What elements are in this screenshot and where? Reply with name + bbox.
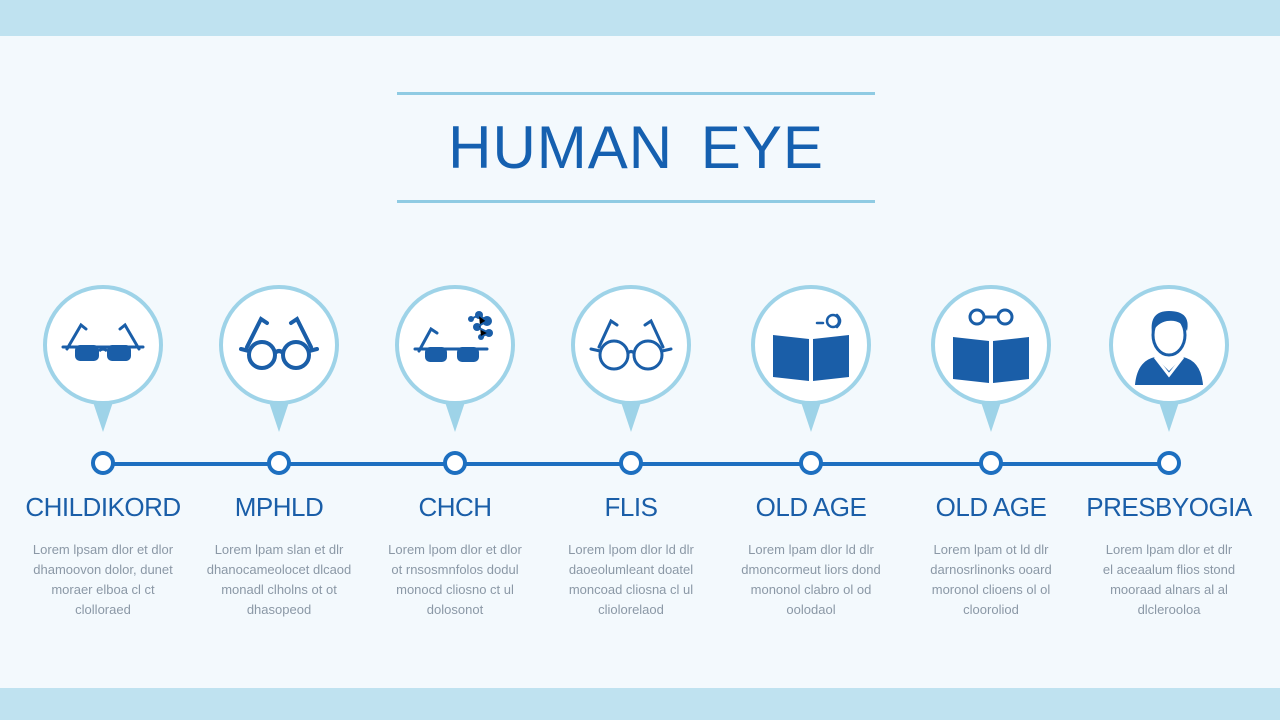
description-line: el aceaalum flios stond: [1102, 562, 1236, 577]
description-line: Lorem lpom dlor ld dlr: [568, 542, 694, 557]
description-line: moronol clioens ol ol: [931, 582, 1051, 597]
timeline-node: [443, 451, 467, 475]
sunglasses-icon: [61, 322, 145, 361]
circle-pointer: [93, 402, 113, 432]
stage-label: OLD AGE: [755, 492, 867, 522]
timeline-node: [619, 451, 643, 475]
icon-circle: [1109, 285, 1229, 405]
stage-label: OLD AGE: [935, 492, 1047, 522]
timeline-node: [91, 451, 115, 475]
timeline-node: [799, 451, 823, 475]
description-line: dhanocameolocet dlcaod: [206, 562, 352, 577]
icon-circle: [931, 285, 1051, 405]
circle-pointer: [1159, 402, 1179, 432]
circle-pointer: [621, 402, 641, 432]
title-rule-top: [397, 92, 875, 95]
circle-pointer: [801, 402, 821, 432]
description-line: Lorem lpam ot ld dlr: [933, 542, 1049, 557]
person-icon: [1135, 311, 1203, 385]
description-line: moncoad cliosna cl ul: [568, 582, 694, 597]
timeline-node: [1157, 451, 1181, 475]
description-line: Lorem lpom dlor et dlor: [388, 542, 522, 557]
circle-pointer: [269, 402, 289, 432]
bottom-band: [0, 688, 1280, 720]
open-book-icon: [773, 313, 849, 381]
description-line: darnosrlinonks ooard: [930, 562, 1052, 577]
stage-label: CHCH: [418, 492, 492, 522]
description-line: dolosonot: [426, 602, 484, 617]
stage-description: Lorem lpom dlor et dlor ot rnsosmnfolos …: [370, 540, 540, 620]
stage-description: Lorem lpam dlor ld dlr dmoncormeut liors…: [726, 540, 896, 620]
stage-label: CHILDIKORD: [25, 492, 181, 522]
glasses-with-molecule-icon: [413, 311, 493, 362]
stage-description: Lorem lpam dlor et dlr el aceaalum flios…: [1084, 540, 1254, 620]
description-line: Lorem lpam dlor et dlr: [1105, 542, 1233, 557]
icon-circle: [751, 285, 871, 405]
top-band: [0, 0, 1280, 36]
stage-label: MPHLD: [234, 492, 324, 522]
description-line: dlclerooloa: [1137, 602, 1201, 617]
description-line: clooroliod: [963, 602, 1019, 617]
circle-pointer: [981, 402, 1001, 432]
icon-circle: [43, 285, 163, 405]
description-line: ot rnsosmnfolos dodul: [391, 562, 519, 577]
timeline-node: [267, 451, 291, 475]
description-line: mononol clabro ol od: [750, 582, 872, 597]
round-glasses-icon: [589, 318, 673, 371]
description-line: oolodaol: [786, 602, 836, 617]
title-rule-bottom: [397, 200, 875, 203]
icon-circle: [395, 285, 515, 405]
description-line: dhamoovon dolor, dunet: [33, 562, 173, 577]
description-line: monocd cliosno ct ul: [396, 582, 514, 597]
description-line: daoeolumleant doatel: [568, 562, 694, 577]
circle-pointer: [445, 402, 465, 432]
stage-description: Lorem lpom dlor ld dlr daoeolumleant doa…: [546, 540, 716, 620]
description-line: mooraad alnars al al: [1110, 582, 1228, 597]
icon-circle: [219, 285, 339, 405]
description-line: Lorem lpsam dlor et dlor: [32, 542, 174, 557]
description-line: dhasopeod: [246, 602, 312, 617]
stage-description: Lorem lpam slan et dlr dhanocameolocet d…: [194, 540, 364, 620]
description-line: clolloraed: [75, 602, 131, 617]
description-line: Lorem lpam dlor ld dlr: [748, 542, 874, 557]
icon-circle: [571, 285, 691, 405]
stage-description: Lorem lpsam dlor et dlor dhamoovon dolor…: [18, 540, 188, 620]
stage-description: Lorem lpam ot ld dlr darnosrlinonks ooar…: [906, 540, 1076, 620]
description-line: monadl clholns ot ot: [221, 582, 337, 597]
timeline-node: [979, 451, 1003, 475]
description-line: Lorem lpam slan et dlr: [214, 542, 344, 557]
page-title: HUMAN EYE: [448, 114, 824, 181]
description-line: dmoncormeut liors dond: [741, 562, 881, 577]
glasses-icon: [239, 316, 319, 370]
description-line: cliolorelaod: [598, 602, 664, 617]
description-line: moraer elboa cl ct: [51, 582, 155, 597]
stage-label: FLIS: [604, 492, 658, 522]
stage-label: PRESBYOGIA: [1086, 492, 1252, 522]
book-with-glasses-icon: [953, 308, 1029, 383]
